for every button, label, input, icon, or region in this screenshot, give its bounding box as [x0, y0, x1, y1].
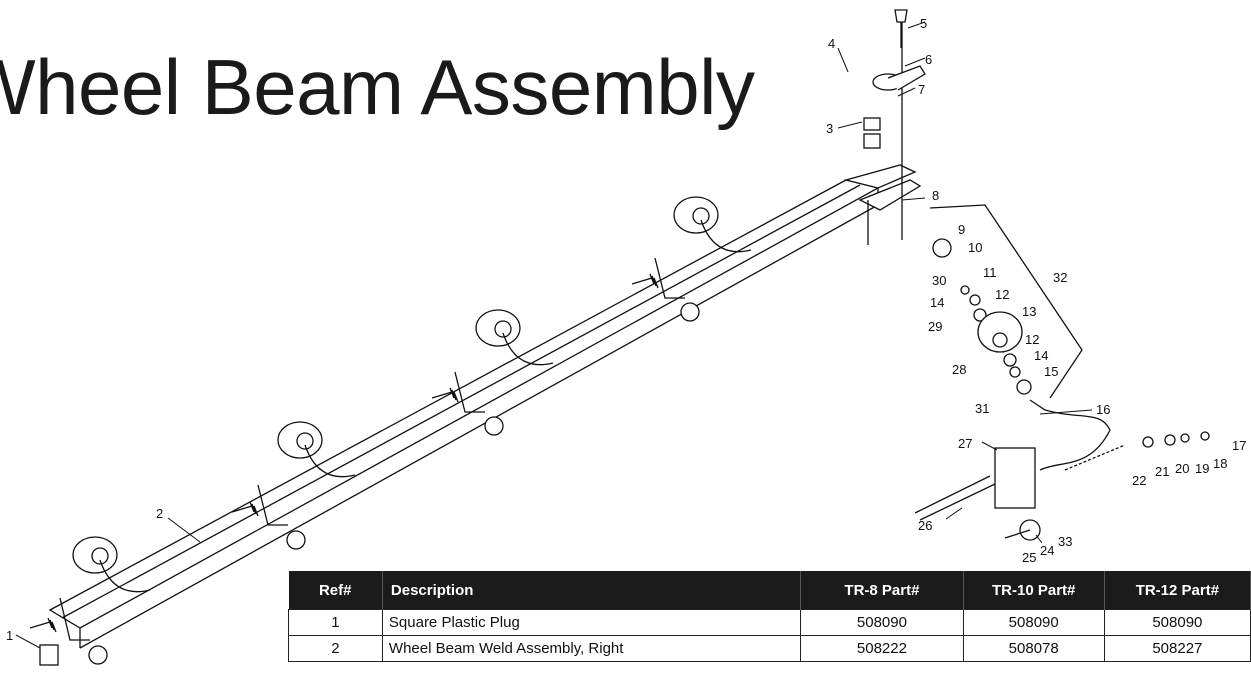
wheel-arm-3 — [454, 309, 554, 436]
callout-4: 4 — [828, 36, 835, 51]
callout-5: 5 — [920, 16, 927, 31]
callout-17: 17 — [1232, 438, 1246, 453]
callout-22: 22 — [1132, 473, 1146, 488]
wheel-arm-2 — [257, 421, 356, 550]
callout-29: 29 — [928, 319, 942, 334]
header-ref: Ref# — [288, 571, 383, 610]
pivot-hardware — [863, 9, 926, 149]
cell-tr8: 508090 — [800, 609, 964, 636]
callout-3: 3 — [826, 121, 833, 136]
callout-14a: 14 — [930, 295, 944, 310]
callout-12b: 12 — [1025, 332, 1039, 347]
callout-28: 28 — [952, 362, 966, 377]
wheel-arm-4 — [654, 196, 752, 322]
callout-14b: 14 — [1034, 348, 1048, 363]
callout-12a: 12 — [995, 287, 1009, 302]
callout-8: 8 — [932, 188, 939, 203]
callout-31: 31 — [975, 401, 989, 416]
cell-ref: 2 — [288, 635, 383, 662]
callout-9: 9 — [958, 222, 965, 237]
callout-33: 33 — [1058, 534, 1072, 549]
header-tr8: TR-8 Part# — [800, 571, 964, 610]
header-tr10: TR-10 Part# — [963, 571, 1105, 610]
callout-30: 30 — [932, 273, 946, 288]
callout-11: 11 — [983, 265, 997, 280]
cell-description: Wheel Beam Weld Assembly, Right — [381, 635, 802, 662]
callout-25: 25 — [1022, 550, 1036, 565]
header-tr12: TR-12 Part# — [1104, 571, 1251, 610]
callout-13: 13 — [1022, 304, 1036, 319]
wheel-beam-tube — [48, 20, 922, 649]
callout-7: 7 — [918, 82, 925, 97]
spring-bolts — [29, 273, 659, 633]
callout-27: 27 — [958, 436, 972, 451]
callout-10: 10 — [968, 240, 982, 255]
cell-description: Square Plastic Plug — [381, 609, 802, 636]
callout-24: 24 — [1040, 543, 1054, 558]
callout-15: 15 — [1044, 364, 1058, 379]
cell-tr10: 508078 — [962, 635, 1105, 662]
cell-tr12: 508090 — [1103, 609, 1251, 636]
hub-exploded-parts — [914, 204, 1210, 541]
cell-ref: 1 — [288, 609, 383, 636]
callout-32: 32 — [1053, 270, 1067, 285]
parts-table: Ref# Description TR-8 Part# TR-10 Part# … — [288, 571, 1251, 662]
table-row: 2 Wheel Beam Weld Assembly, Right 508222… — [288, 635, 1251, 662]
table-row: 1 Square Plastic Plug 508090 508090 5080… — [288, 609, 1251, 636]
cell-tr8: 508222 — [800, 635, 964, 662]
callout-18: 18 — [1213, 456, 1227, 471]
callout-21: 21 — [1155, 464, 1169, 479]
wheel-arm-1 — [59, 536, 151, 665]
callout-26: 26 — [918, 518, 932, 533]
callout-16: 16 — [1096, 402, 1110, 417]
header-description: Description — [382, 571, 802, 610]
cell-tr12: 508227 — [1103, 635, 1251, 662]
callout-19: 19 — [1195, 461, 1209, 476]
square-plug-part — [39, 644, 59, 666]
table-header-row: Ref# Description TR-8 Part# TR-10 Part# … — [288, 571, 1251, 610]
callout-20: 20 — [1175, 461, 1189, 476]
callout-6: 6 — [925, 52, 932, 67]
cell-tr10: 508090 — [962, 609, 1105, 636]
callout-1: 1 — [6, 628, 13, 643]
callout-2: 2 — [156, 506, 163, 521]
page-title: Wheel Beam Assembly — [0, 43, 755, 131]
